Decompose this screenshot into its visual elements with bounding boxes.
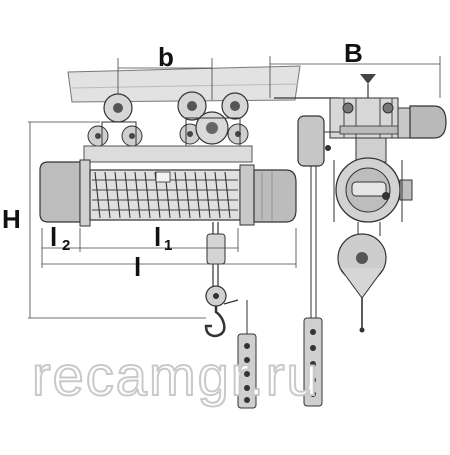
dimension-B: B bbox=[269, 38, 441, 98]
trolley-wheels bbox=[87, 91, 249, 149]
watermark: recamgr.ru bbox=[32, 344, 320, 407]
pendant-control-left bbox=[237, 300, 257, 409]
pendant-control-right bbox=[303, 166, 323, 407]
side-hook-block bbox=[337, 222, 387, 333]
label-B: B bbox=[344, 38, 363, 68]
label-b: b bbox=[158, 42, 174, 72]
side-trolley bbox=[274, 74, 447, 139]
front-elevation: b bbox=[2, 42, 301, 409]
dimension-b: b bbox=[117, 42, 213, 100]
beam bbox=[67, 65, 301, 103]
label-l2: l bbox=[50, 222, 57, 252]
side-elevation: B bbox=[269, 38, 447, 407]
dimension-lengths: l 2 l 1 l bbox=[41, 222, 297, 282]
label-H: H bbox=[2, 204, 21, 234]
label-l2-sub: 2 bbox=[62, 237, 70, 254]
label-l: l bbox=[134, 252, 141, 282]
label-l1-sub: 1 bbox=[164, 237, 172, 254]
dimension-H: H bbox=[2, 121, 206, 319]
hoist-body bbox=[39, 145, 297, 227]
label-l1: l bbox=[154, 222, 161, 252]
hook-assembly bbox=[204, 222, 239, 338]
side-hoist-body bbox=[333, 137, 413, 223]
